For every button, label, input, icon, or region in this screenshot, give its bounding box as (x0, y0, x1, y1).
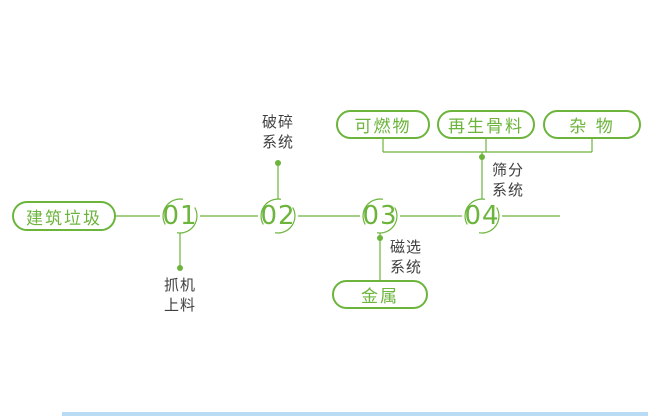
step-02-junction-dot (275, 160, 281, 166)
misc-output-pill: 杂 物 (543, 110, 641, 139)
step-01-junction-dot (177, 265, 183, 271)
step-01-system-label: 抓机 上料 (163, 276, 197, 314)
source-node-pill: 建筑垃圾 (12, 201, 116, 231)
recycled-aggregate-output-pill: 再生骨料 (437, 110, 535, 139)
step-03-number: 03 (362, 201, 398, 231)
step-04-system-label: 筛分 系统 (492, 161, 525, 199)
bottom-page-edge-strip (62, 412, 648, 416)
step-03-system-label: 磁选 系统 (390, 238, 423, 276)
step-02-number: 02 (260, 201, 296, 231)
metal-output-pill: 金属 (332, 280, 428, 309)
step-04-number: 04 (464, 201, 500, 231)
outputs-connector-line (382, 138, 593, 153)
step-04-junction-dot (479, 154, 485, 160)
step-02-system-label: 破碎 系统 (261, 113, 295, 151)
combustible-output-pill: 可燃物 (336, 110, 430, 139)
step-03-junction-dot (377, 235, 383, 241)
step-01-number: 01 (162, 201, 198, 231)
